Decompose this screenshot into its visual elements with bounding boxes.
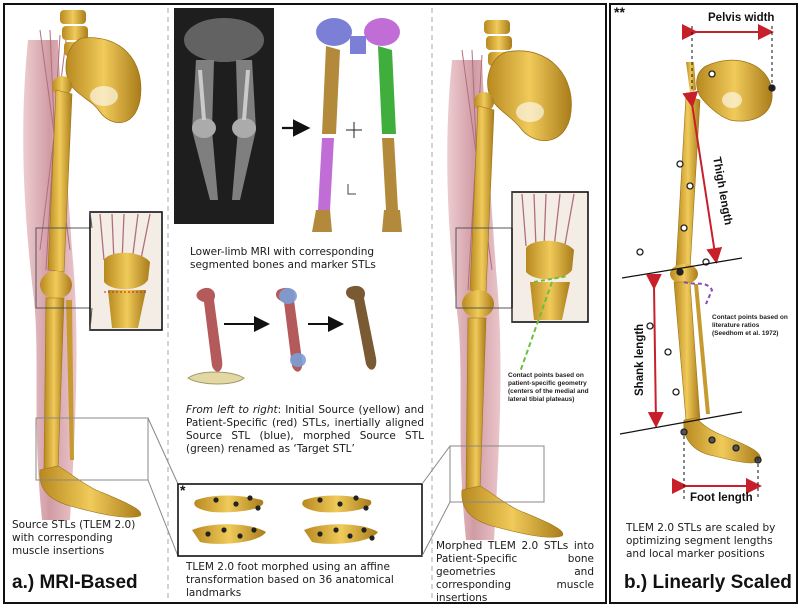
label-pelvis-width: Pelvis width xyxy=(708,12,775,24)
foot-morph-examples xyxy=(192,495,378,544)
knee-zoom-source-bones xyxy=(99,213,151,328)
caption-foot: TLEM 2.0 foot morphed using an affine tr… xyxy=(186,561,394,599)
contact-line-literature xyxy=(683,281,714,305)
caption-morphed: Morphed TLEM 2.0 STLs into Patient-Speci… xyxy=(436,540,594,604)
knee-zoom-morphed-bones xyxy=(521,193,575,320)
caption-morph: From left to right: Initial Source (yell… xyxy=(186,404,424,456)
segmented-bones xyxy=(312,18,402,232)
foot-zoom-morphed-region xyxy=(449,445,545,503)
contact-line-patient xyxy=(533,275,569,283)
annotation-contact-literature: Contact points based on literature ratio… xyxy=(712,314,788,337)
foot-zoom-region xyxy=(35,417,149,481)
shank-length-arrow xyxy=(645,273,664,428)
caption-mri: Lower-limb MRI with corresponding segmen… xyxy=(190,246,376,271)
caption-source: Source STLs (TLEM 2.0) with correspondin… xyxy=(12,519,136,557)
label-foot-length: Foot length xyxy=(690,492,753,504)
panel-a-label: a.) MRI-Based xyxy=(12,572,138,593)
morphed-skeleton-model xyxy=(447,20,572,540)
label-shank-length: Shank length xyxy=(634,323,646,396)
panel-b-label: b.) Linearly Scaled xyxy=(624,572,792,593)
caption-morph-rest: : Initial Source (yellow) and Patient-Sp… xyxy=(186,404,424,455)
caption-morph-lead: From left to right xyxy=(186,404,278,416)
annotation-contact-patient: Contact points based on patient-specific… xyxy=(508,372,589,403)
mri-anatomy xyxy=(184,18,264,200)
foot-morph-box xyxy=(177,483,423,557)
foot-box-marker: * xyxy=(180,482,186,498)
source-skeleton-model xyxy=(23,10,142,520)
thigh-length-arrow xyxy=(682,90,723,264)
femur-morph-sequence xyxy=(187,285,377,385)
caption-scaled: TLEM 2.0 STLs are scaled by optimizing s… xyxy=(626,522,776,560)
panel-b-marker: ** xyxy=(614,4,625,20)
